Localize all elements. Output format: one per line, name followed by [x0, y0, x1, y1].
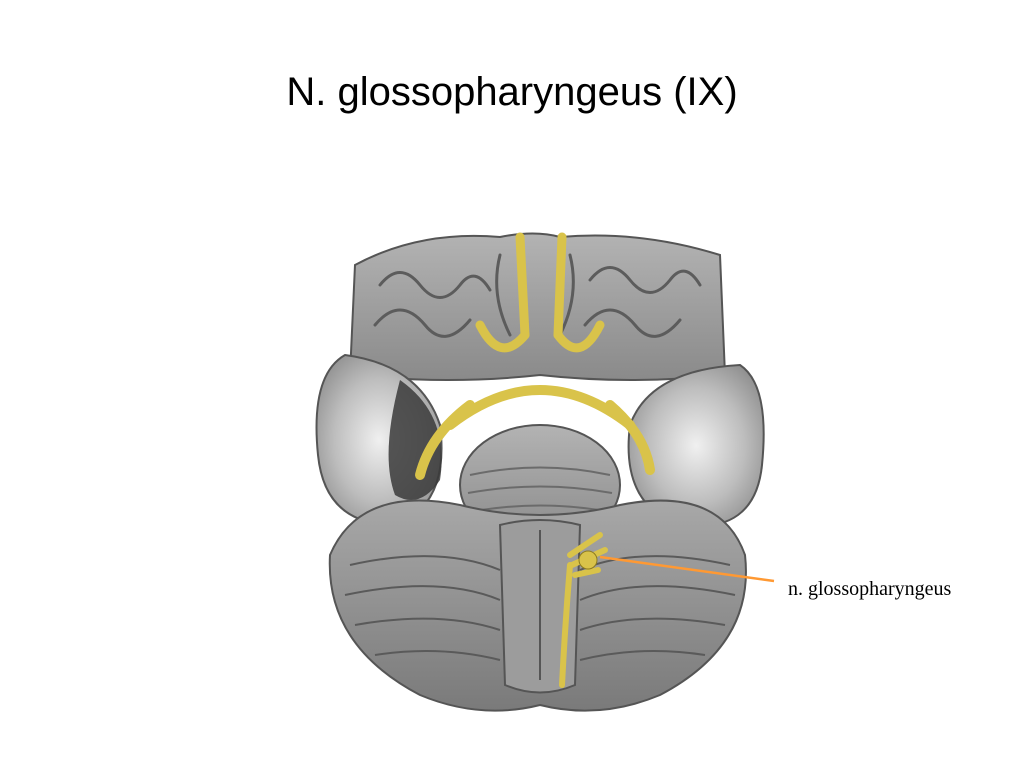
brain-base-illustration [315, 232, 765, 712]
slide-title: N. glossopharyngeus (IX) [286, 70, 738, 114]
annotation-label: n. glossopharyngeus [788, 578, 952, 600]
frontal-lobes [348, 232, 727, 381]
